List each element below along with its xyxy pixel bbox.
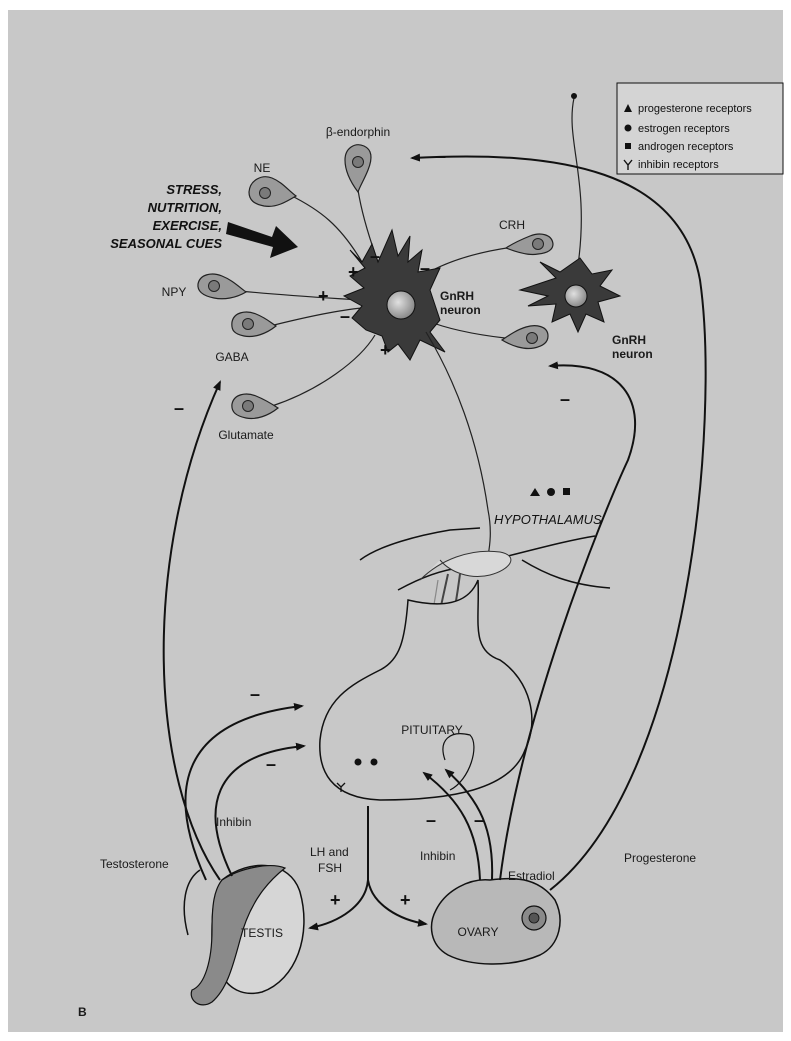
plus-sign-ovary: +	[400, 890, 411, 910]
dot-icon	[625, 125, 632, 132]
ne-label: NE	[254, 161, 271, 175]
square-icon	[563, 488, 570, 495]
crh-label: CRH	[499, 218, 525, 232]
glutamate-label: Glutamate	[218, 428, 274, 442]
plus-sign-npy: +	[318, 286, 329, 306]
beta-endorphin-label: β-endorphin	[326, 125, 390, 139]
inhibin-male-label: Inhibin	[216, 815, 251, 829]
legend-progesterone: progesterone receptors	[638, 103, 752, 115]
cue-nutrition: NUTRITION,	[148, 200, 222, 215]
gaba-label: GABA	[215, 350, 248, 364]
testosterone-label: Testosterone	[100, 857, 169, 871]
cue-seasonal: SEASONAL CUES	[110, 236, 222, 251]
panel-label: B	[78, 1005, 87, 1019]
minus-sign-estradiol-gnrh: –	[560, 389, 570, 409]
inhibin-female-label: Inhibin	[420, 849, 455, 863]
gnrh-right-label-2: neuron	[612, 347, 653, 361]
plus-sign-ne: +	[348, 262, 359, 282]
gnrh-left-label-1: GnRH	[440, 289, 474, 303]
lh-fsh-label-1: LH and	[310, 845, 349, 859]
pituitary-label: PITUITARY	[401, 723, 463, 737]
testis-label: TESTIS	[241, 926, 283, 940]
progesterone-label: Progesterone	[624, 851, 696, 865]
minus-sign-gaba: –	[340, 306, 350, 326]
legend: progesterone receptors estrogen receptor…	[617, 83, 783, 174]
legend-androgen: androgen receptors	[638, 141, 734, 153]
plus-sign-testis: +	[330, 890, 341, 910]
minus-sign-inhibin-male: –	[266, 754, 276, 774]
ovary-label: OVARY	[458, 925, 499, 939]
cue-stress: STRESS,	[166, 182, 222, 197]
lh-fsh-label-2: FSH	[318, 861, 342, 875]
minus-sign-inhibin-female: –	[426, 810, 436, 830]
axon-terminal-icon	[571, 93, 577, 99]
gnrh-left-label-2: neuron	[440, 303, 481, 317]
legend-estrogen: estrogen receptors	[638, 123, 730, 135]
square-icon	[625, 143, 631, 149]
minus-sign-progesterone: –	[436, 146, 446, 166]
estradiol-label: Estradiol	[508, 869, 555, 883]
npy-label: NPY	[162, 285, 187, 299]
legend-inhibin: inhibin receptors	[638, 159, 719, 171]
minus-sign-testosterone-pit: –	[250, 684, 260, 704]
cue-exercise: EXERCISE,	[153, 218, 222, 233]
ovary-organ	[432, 879, 560, 964]
dot-icon	[355, 759, 362, 766]
minus-sign-endorphin: –	[370, 246, 380, 266]
minus-sign-testosterone-gnrh: –	[174, 398, 184, 418]
plus-sign-glutamate: +	[380, 340, 391, 360]
dot-icon	[371, 759, 378, 766]
minus-sign-crh: –	[420, 258, 430, 278]
gnrh-right-label-1: GnRH	[612, 333, 646, 347]
minus-sign-estradiol-pit: –	[474, 810, 484, 830]
dot-icon	[547, 488, 555, 496]
hypothalamus-label: HYPOTHALAMUS	[494, 512, 602, 527]
